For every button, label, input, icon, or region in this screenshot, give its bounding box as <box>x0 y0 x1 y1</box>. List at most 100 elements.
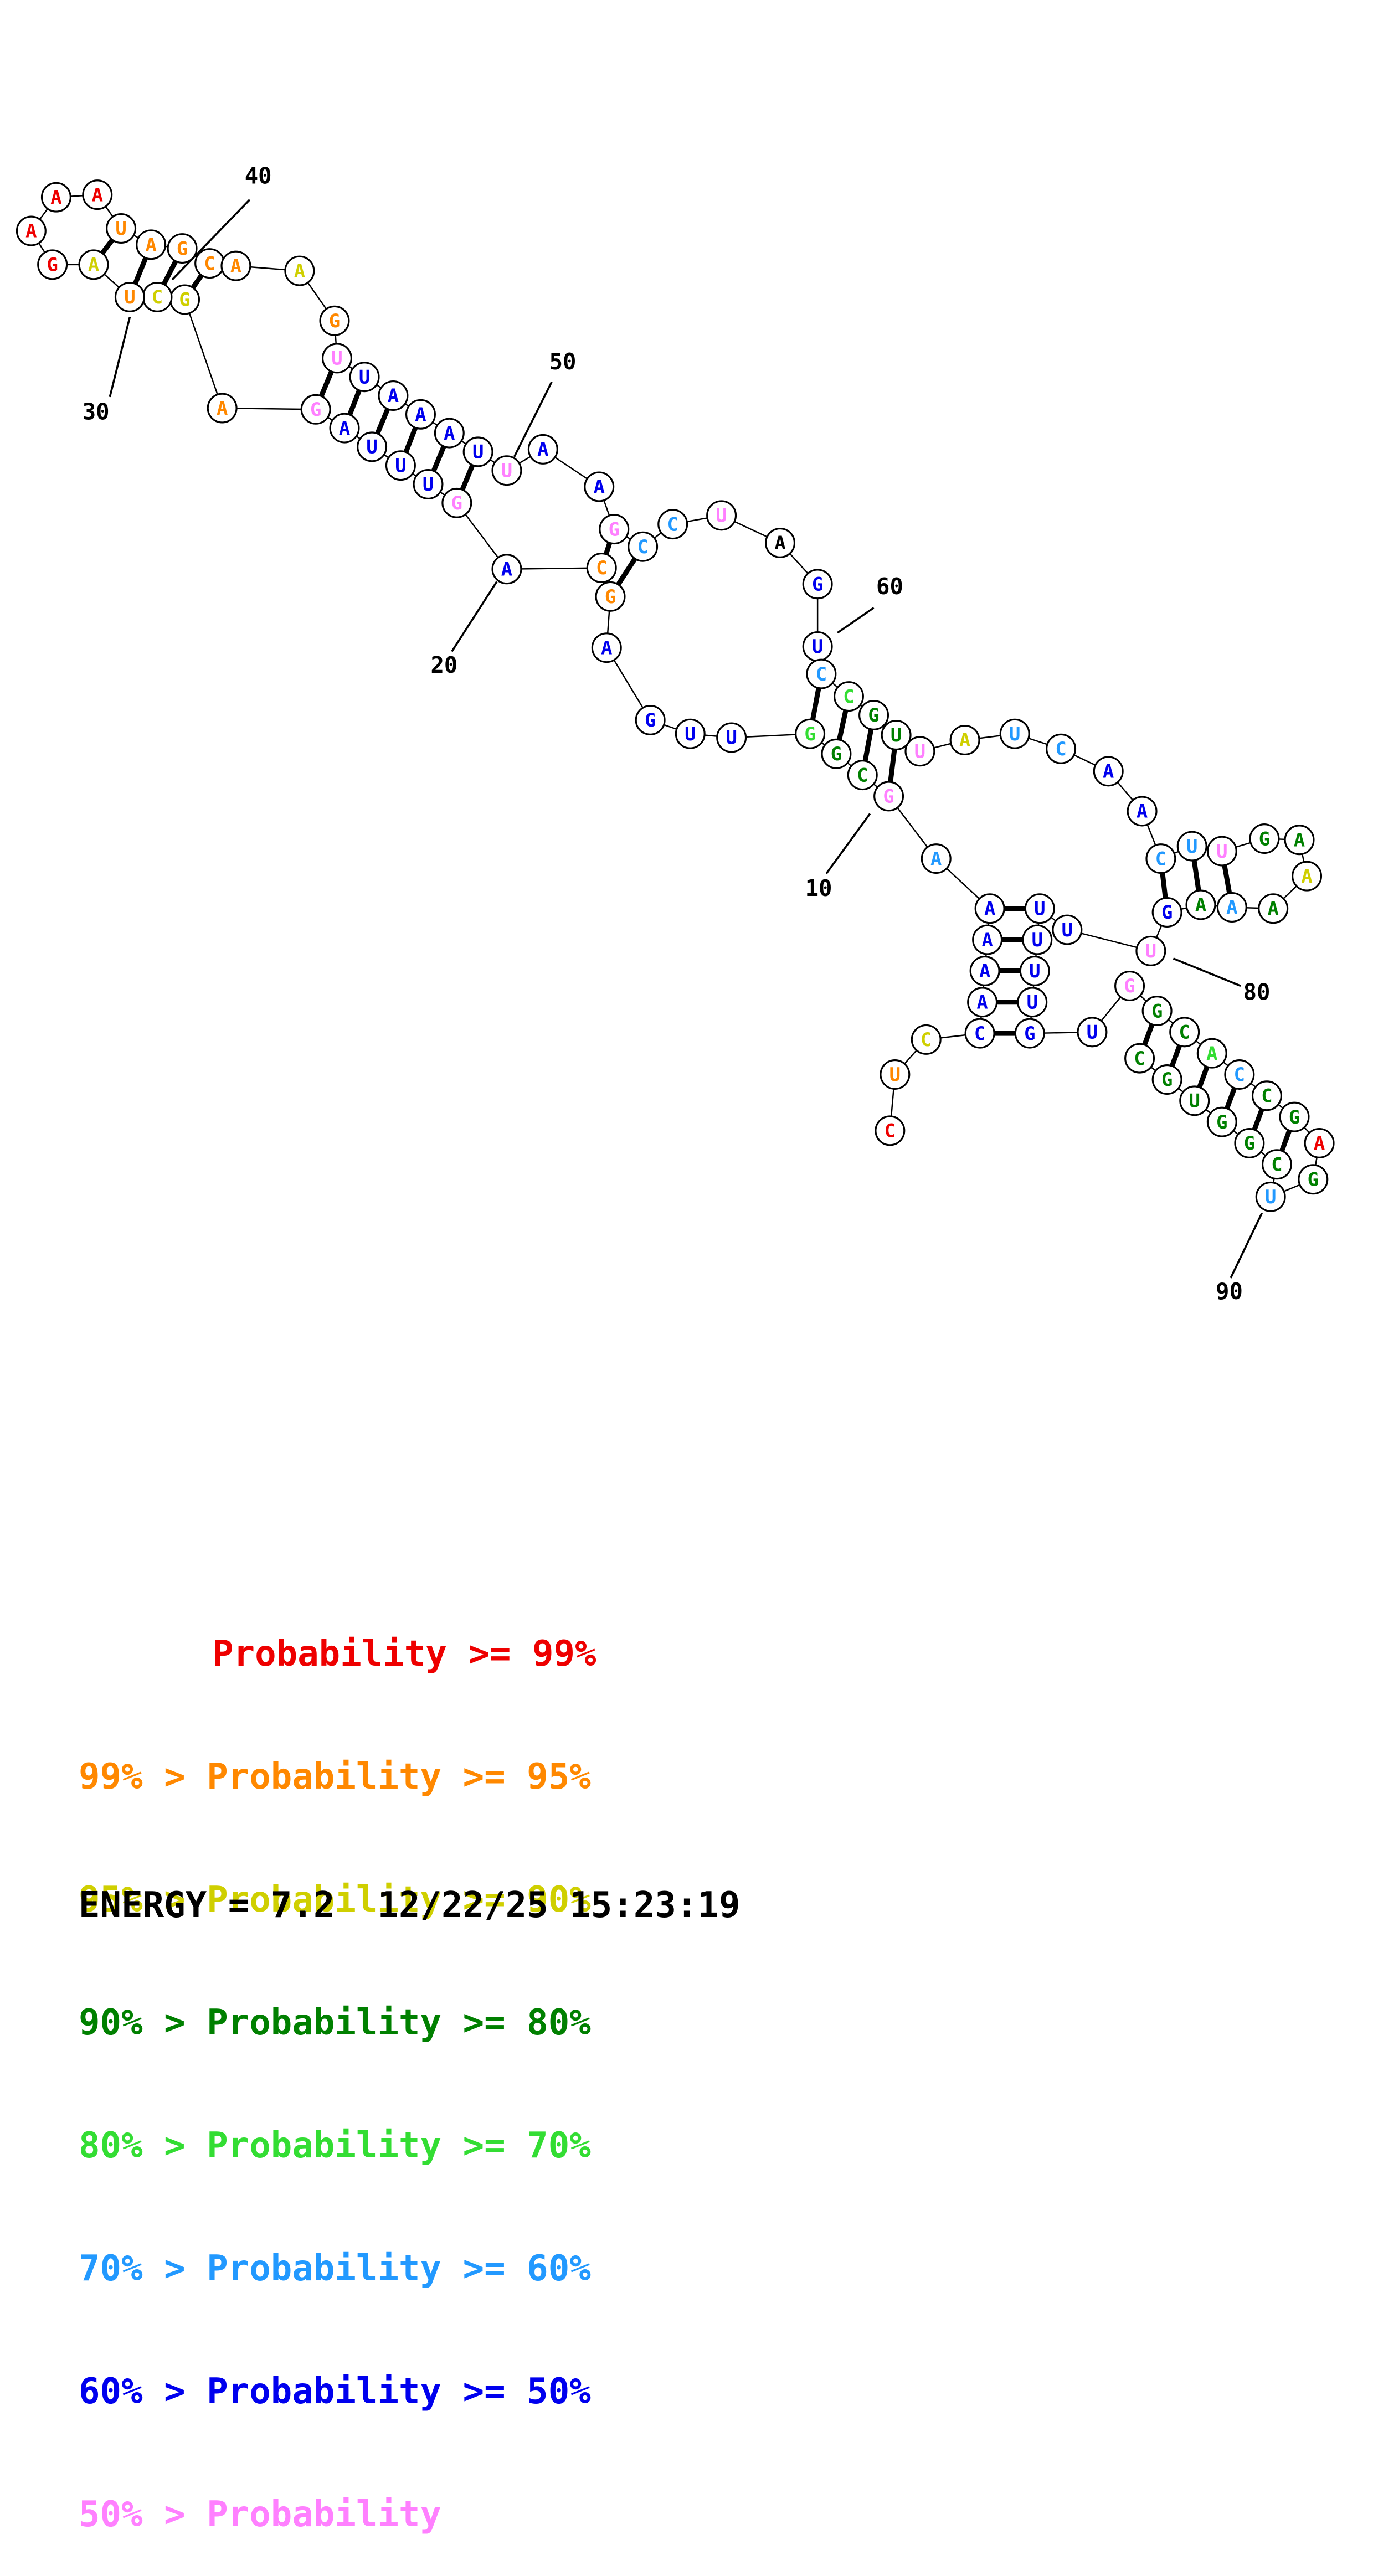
nucleotide-circle <box>1052 914 1083 945</box>
nucleotide-base: G <box>1216 1111 1227 1133</box>
nucleotide-circle <box>969 955 1000 986</box>
nucleotide-circle <box>220 250 251 281</box>
nucleotide-circle <box>1206 1106 1237 1137</box>
nucleotide-base: C <box>1155 848 1166 869</box>
nucleotide-base: C <box>1234 1064 1245 1085</box>
legend-line: 99% > Probability >= 95% <box>79 1756 591 1797</box>
nucleotide-circle <box>1185 889 1216 920</box>
nucleotide-circle <box>114 281 145 312</box>
nucleotide-base: U <box>1145 940 1156 962</box>
nucleotide-circle <box>1169 1017 1200 1048</box>
legend-line: 95% > Probability >= 90% <box>79 1879 591 1920</box>
nucleotide-circle <box>349 362 380 393</box>
nucleotide-base: G <box>1244 1132 1255 1154</box>
nucleotide-circle <box>675 718 706 749</box>
nucleotide-base: G <box>1259 828 1270 849</box>
nucleotide-circle <box>319 305 350 336</box>
nucleotide-circle <box>974 893 1005 924</box>
backbone-link <box>222 407 316 410</box>
nucleotide-base: C <box>1134 1048 1145 1069</box>
nucleotide-circle <box>441 487 472 518</box>
nucleotide-circle <box>1151 1064 1182 1095</box>
nucleotide-base: U <box>889 1064 901 1085</box>
nucleotide-circle <box>385 450 416 481</box>
nucleotide-base: U <box>1009 723 1020 745</box>
position-label: 50 <box>549 348 577 375</box>
nucleotide-base: C <box>1271 1153 1282 1175</box>
nucleotide-circle <box>1216 892 1247 923</box>
nucleotide-base: U <box>726 727 737 749</box>
nucleotide-circle <box>765 527 796 558</box>
nucleotide-circle <box>806 658 837 689</box>
nucleotide-base: C <box>1261 1085 1272 1107</box>
nucleotide-circle <box>106 213 137 244</box>
nucleotide-circle <box>999 718 1030 749</box>
position-label: 10 <box>805 875 832 901</box>
nucleotide-circle <box>434 418 465 449</box>
nucleotide-circle <box>706 500 737 531</box>
nucleotide-circle <box>413 469 444 500</box>
nucleotide-circle <box>1284 825 1315 856</box>
nucleotide-base: A <box>959 729 970 751</box>
nucleotide-circle <box>1145 843 1176 874</box>
nucleotide-base: U <box>685 723 696 745</box>
nucleotide-base: G <box>804 723 815 745</box>
nucleotide-circle <box>1298 1164 1329 1195</box>
nucleotide-circle <box>1292 861 1323 892</box>
nucleotide-base: C <box>637 536 648 558</box>
nucleotide-base: A <box>230 255 241 277</box>
nucleotide-circle <box>1019 955 1050 986</box>
nucleotide-circle <box>1261 1149 1292 1180</box>
nucleotide-circle <box>1024 893 1055 924</box>
nucleotide-base: U <box>423 473 434 495</box>
backbone-link <box>506 567 602 570</box>
nucleotide-circle <box>1224 1059 1255 1090</box>
legend-line: Probability >= 99% <box>212 1634 596 1675</box>
nucleotide-circle <box>595 581 626 612</box>
nucleotide-base: A <box>50 187 61 208</box>
nucleotide-circle <box>1251 1080 1282 1111</box>
nucleotide-base: C <box>204 253 215 274</box>
nucleotide-circle <box>858 699 889 730</box>
nucleotide-circle <box>1206 836 1237 867</box>
nucleotide-circle <box>1196 1038 1227 1069</box>
nucleotide-circle <box>795 718 826 749</box>
nucleotide-base: U <box>359 366 370 388</box>
nucleotide-circle <box>378 380 409 411</box>
nucleotide-circle <box>1249 823 1280 854</box>
nucleotide-circle <box>1017 987 1048 1018</box>
label-leader-line <box>1230 1212 1263 1279</box>
nucleotide-base: G <box>1124 975 1135 997</box>
nucleotide-circle <box>921 843 952 874</box>
nucleotide-base: C <box>857 764 868 786</box>
nucleotide-circle <box>628 531 659 562</box>
nucleotide-base: U <box>366 436 377 458</box>
nucleotide-base: C <box>152 286 163 308</box>
nucleotide-base: A <box>601 637 612 658</box>
nucleotide-circle <box>40 182 71 213</box>
nucleotide-base: G <box>1024 1023 1035 1044</box>
nucleotide-circle <box>1022 924 1053 955</box>
nucleotide-circle <box>1046 733 1077 764</box>
nucleotide-circle <box>591 632 622 663</box>
nucleotide-circle <box>329 413 360 444</box>
nucleotide-base: U <box>1216 841 1227 862</box>
nucleotide-base: C <box>974 1023 985 1044</box>
nucleotide-base: A <box>92 184 103 205</box>
nucleotide-circle <box>880 1059 911 1090</box>
position-label: 80 <box>1243 978 1271 1005</box>
nucleotide-base: C <box>843 686 854 707</box>
nucleotide-base: U <box>124 286 135 308</box>
nucleotide-base: U <box>1029 960 1040 982</box>
nucleotide-base: G <box>812 574 823 595</box>
nucleotide-base: A <box>339 418 350 439</box>
legend-line: 90% > Probability >= 80% <box>79 2002 591 2043</box>
nucleotide-circle <box>881 720 912 750</box>
nucleotide-base: U <box>1265 1186 1276 1208</box>
nucleotide-circle <box>78 249 109 280</box>
nucleotide-circle <box>1135 935 1166 966</box>
nucleotide-circle <box>357 431 388 462</box>
nucleotide-base: G <box>1289 1106 1300 1128</box>
nucleotide-circle <box>136 229 167 260</box>
position-label: 60 <box>876 573 903 600</box>
